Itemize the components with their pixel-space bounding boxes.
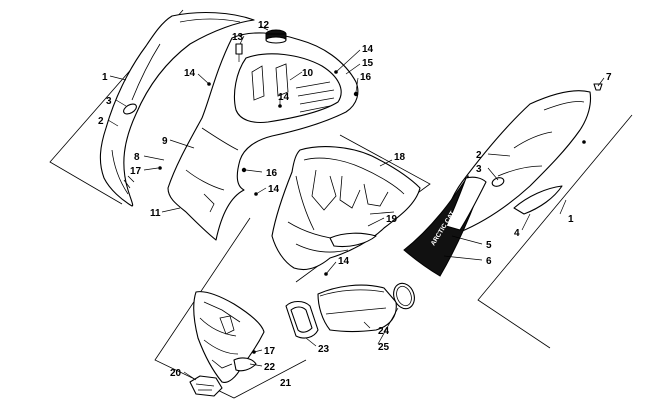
callout-13: 13 — [232, 32, 244, 43]
callout-17-upper: 17 — [130, 166, 142, 177]
callout-11: 11 — [150, 208, 161, 219]
callout-14-airbox: 14 — [338, 256, 350, 267]
callout-6: 6 — [486, 256, 492, 267]
callout-8: 8 — [134, 152, 140, 163]
callout-24: 24 — [378, 326, 390, 337]
callout-14-hood-left: 14 — [184, 68, 196, 79]
callout-12: 12 — [258, 20, 270, 31]
callout-9: 9 — [162, 136, 168, 147]
callout-16-upper: 16 — [360, 72, 372, 83]
left-panel-grille — [123, 103, 137, 115]
hose-clamp — [393, 282, 415, 310]
callout-14-hood-lower: 14 — [268, 184, 280, 195]
callout-4: 4 — [514, 228, 520, 239]
callout-25: 25 — [378, 342, 390, 353]
connector-plug — [235, 43, 243, 62]
callout-1-left: 1 — [102, 72, 108, 83]
left-side-panel — [99, 11, 255, 207]
callout-21: 21 — [280, 378, 292, 389]
callout-15: 15 — [362, 58, 374, 69]
hood — [167, 32, 359, 241]
callout-22: 22 — [264, 362, 276, 373]
callout-3-right: 3 — [476, 164, 482, 175]
callout-20: 20 — [170, 368, 182, 379]
rivet-7 — [593, 83, 603, 91]
callout-14-hood-top: 14 — [362, 44, 374, 55]
tow-bracket — [189, 375, 223, 397]
callout-23: 23 — [318, 344, 330, 355]
callout-2-right: 2 — [476, 150, 482, 161]
callout-16-lower: 16 — [266, 168, 278, 179]
air-box — [271, 146, 421, 271]
callout-7: 7 — [606, 72, 612, 83]
callout-numbers: 1 3 2 8 17 9 11 13 12 14 14 15 16 10 14 … — [98, 20, 612, 389]
callout-10: 10 — [302, 68, 314, 79]
air-intake-duct — [317, 284, 397, 333]
callout-18: 18 — [394, 152, 406, 163]
nose-assembly — [193, 291, 265, 383]
callout-1-right: 1 — [568, 214, 574, 225]
arctic-cat-decal: ARCTIC CAT — [403, 174, 487, 277]
callout-5: 5 — [486, 240, 492, 251]
callout-2-left: 2 — [98, 116, 104, 127]
callout-19: 19 — [386, 214, 398, 225]
bracket-right-panel — [477, 114, 633, 349]
leader-lines — [107, 25, 605, 381]
right-side-panel — [443, 90, 592, 235]
fuel-cap — [265, 29, 287, 44]
callout-3-left: 3 — [106, 96, 112, 107]
callout-17-lower: 17 — [264, 346, 276, 357]
air-intake-gasket — [285, 300, 319, 339]
callout-14-hood-center: 14 — [278, 92, 290, 103]
